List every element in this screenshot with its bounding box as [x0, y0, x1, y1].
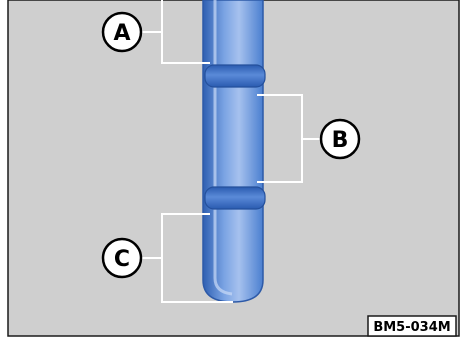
- upper-mark-ring: [204, 64, 266, 88]
- dipstick-tube: [202, 0, 264, 303]
- callout-c-circle: [101, 237, 143, 279]
- leader-lines: [141, 0, 322, 303]
- callout-a-label: A: [113, 21, 130, 46]
- callout-b: B: [319, 118, 361, 160]
- figure-reference-label: BM5-034M: [373, 320, 450, 335]
- callout-c-label: C: [114, 247, 130, 272]
- callout-b-circle: [319, 118, 361, 160]
- tube-highlight: [213, 0, 233, 296]
- figure-reference-frame: [367, 315, 457, 337]
- callout-a: A: [101, 11, 143, 53]
- callout-b-label: B: [332, 128, 349, 153]
- bracket-a: [161, 0, 210, 64]
- callout-c: C: [101, 237, 143, 279]
- figure-reference-box: BM5-034M: [367, 315, 457, 337]
- lower-mark-ring: [204, 186, 266, 210]
- callout-a-circle: [101, 11, 143, 53]
